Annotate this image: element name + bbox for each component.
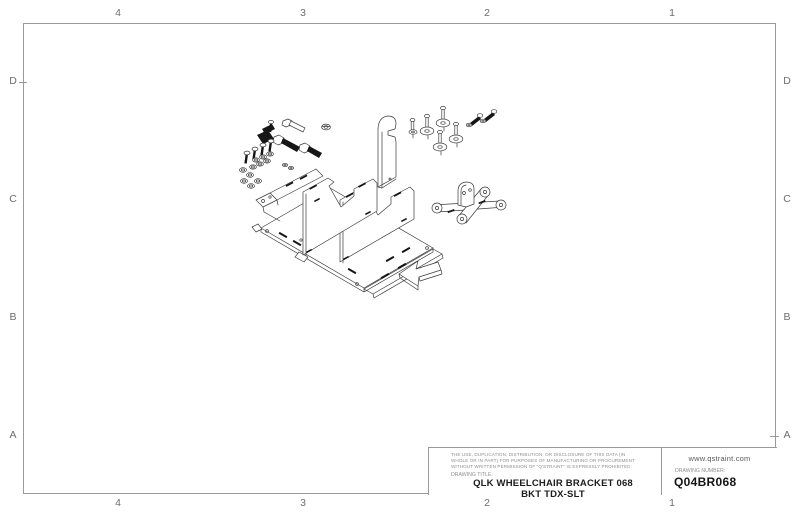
zone-label-bottom-2: 2 <box>484 497 490 509</box>
partition-plate-front <box>302 177 378 257</box>
drawing-title: QLK WHEELCHAIR BRACKET 068 BKT TDX-SLT <box>451 477 655 500</box>
title-block-info-cell: THE USE, DUPLICATION, DISTRIBUTION, OR D… <box>429 448 661 499</box>
website-url: www.qstraint.com <box>688 454 751 463</box>
zone-label-left-d: D <box>9 75 17 87</box>
washer-screws <box>419 106 464 156</box>
left-hardware-cluster <box>239 118 331 189</box>
disclaimer-line-3: WITHOUT WRITTEN PERMISSION OF "Q'STRAINT… <box>451 463 632 469</box>
zone-label-top-4: 4 <box>115 7 121 19</box>
disclaimer: THE USE, DUPLICATION, DISTRIBUTION, OR D… <box>451 452 655 470</box>
zone-tick-left-d <box>19 82 27 83</box>
drawing-title-line-2: BKT TDX-SLT <box>521 488 585 500</box>
right-hardware-cluster <box>408 106 498 156</box>
zone-label-top-1: 1 <box>669 7 675 19</box>
direction-arrow <box>398 260 443 291</box>
washers <box>249 151 274 170</box>
drawing-number-label: DRAWING NUMBER: <box>675 468 726 474</box>
drawing-title-line-1: QLK WHEELCHAIR BRACKET 068 <box>473 477 633 489</box>
hex-nuts <box>239 162 294 189</box>
swivel-cross-plate <box>431 181 507 225</box>
title-block: THE USE, DUPLICATION, DISTRIBUTION, OR D… <box>428 447 777 499</box>
hex-nut-single <box>321 123 331 131</box>
zone-label-bottom-4: 4 <box>115 497 121 509</box>
zone-label-right-a: A <box>783 429 791 441</box>
zone-label-right-c: C <box>783 193 791 205</box>
drawing-number: Q04BR068 <box>674 475 737 489</box>
stud-fasteners <box>465 109 498 128</box>
zone-label-bottom-3: 3 <box>300 497 306 509</box>
drawing-title-label: DRAWING TITLE: <box>451 471 493 478</box>
exploded-view-drawing <box>239 106 507 299</box>
sheet-border <box>23 23 776 494</box>
zone-label-left-b: B <box>9 311 17 323</box>
disclaimer-line-1: THE USE, DUPLICATION, DISTRIBUTION, OR D… <box>451 452 626 457</box>
side-bracket <box>255 168 324 222</box>
disclaimer-line-2: WHOLE OR IN PART) FOR PURPOSES OF MANUFA… <box>451 457 635 463</box>
zone-label-left-a: A <box>9 429 17 441</box>
zone-label-top-3: 3 <box>300 7 306 19</box>
title-block-number-cell: www.qstraint.com DRAWING NUMBER: Q04BR06… <box>661 448 777 495</box>
zone-tick-right-a <box>770 436 779 437</box>
zone-label-top-2: 2 <box>484 7 490 19</box>
zone-label-bottom-1: 1 <box>669 497 675 509</box>
zone-label-right-d: D <box>783 75 791 87</box>
belt-guide-strap <box>377 115 397 189</box>
zone-label-left-c: C <box>9 193 17 205</box>
zone-label-right-b: B <box>783 311 791 323</box>
